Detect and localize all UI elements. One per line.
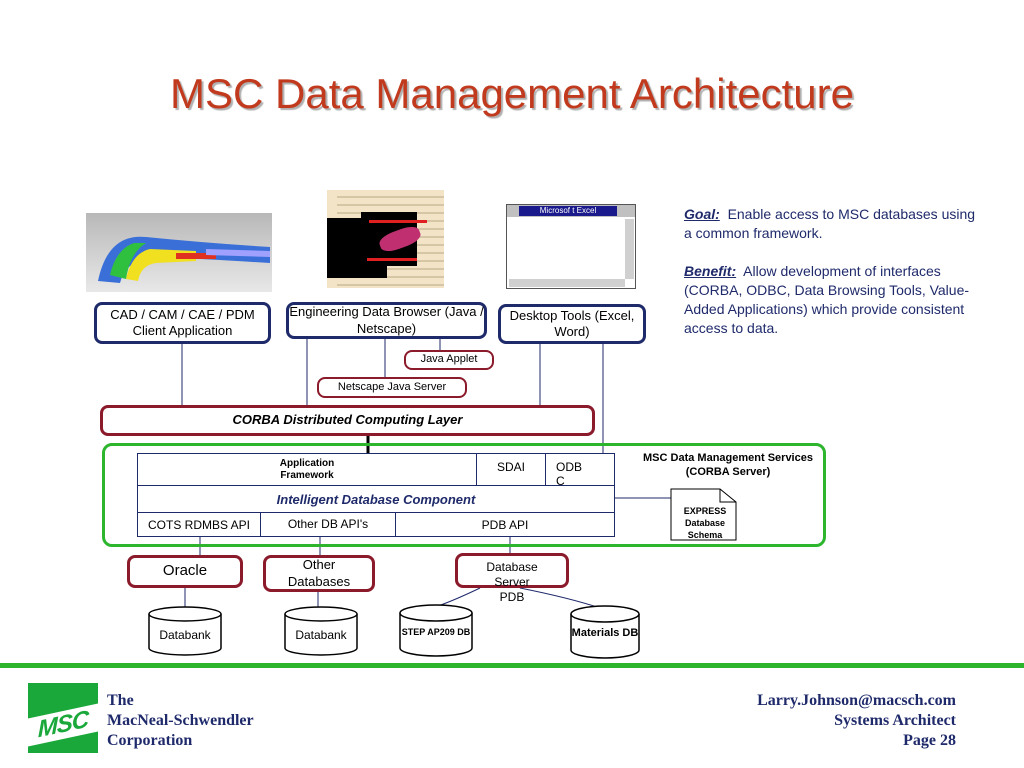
netscape-server-label: Netscape Java Server [337, 380, 447, 393]
sdai-label: SDAI [496, 460, 525, 474]
services-title: MSC Data Management Services (CORBA Serv… [643, 452, 813, 478]
other-db-api-label: Other DB API's [287, 517, 369, 531]
app-framework-box: Application Framework [137, 453, 477, 486]
odbc-label: ODB C [556, 460, 583, 486]
benefit-text: Benefit: Allow development of interfaces… [684, 262, 984, 338]
company-name: The MacNeal-Schwendler Corporation [107, 691, 254, 751]
databank-cylinder-2-top [284, 606, 358, 622]
step-db-cylinder [399, 613, 473, 657]
materials-db-label: Materials DB [571, 627, 639, 639]
other-db-api-box: Other DB API's [260, 512, 396, 537]
app-framework-label: Application Framework [279, 457, 335, 481]
step-db-label: STEP AP209 DB [401, 627, 471, 637]
oracle-label: Oracle [162, 562, 208, 580]
other-databases-box: Other Databases [263, 555, 375, 592]
excel-hscrollbar [509, 279, 625, 287]
goal-label: Goal: [684, 206, 720, 222]
databank-label-1: Databank [159, 628, 211, 642]
materials-db-cylinder-top [570, 605, 640, 623]
materials-db-cylinder [570, 614, 640, 659]
databank-cylinder-2 [284, 614, 358, 656]
footer-divider [0, 663, 1024, 668]
java-applet-label: Java Applet [420, 353, 478, 366]
cots-api-label: COTS RDMBS API [147, 517, 251, 532]
goal-description: Enable access to MSC databases using a c… [684, 206, 976, 241]
java-applet-box: Java Applet [404, 350, 494, 370]
desktop-tools-label: Desktop Tools (Excel, Word) [509, 307, 635, 339]
oracle-box: Oracle [127, 555, 243, 588]
databank-cylinder-1 [148, 614, 222, 656]
company-line-1: The [107, 692, 134, 709]
step-db-cylinder-top [399, 604, 473, 622]
corba-layer-label: CORBA Distributed Computing Layer [232, 412, 463, 428]
msc-logo: MSC [28, 683, 98, 753]
cad-model-image [86, 213, 272, 292]
desktop-tools-box: Desktop Tools (Excel, Word) [498, 304, 646, 344]
netscape-server-box: Netscape Java Server [317, 377, 467, 398]
msc-logo-text: MSC [37, 705, 89, 744]
company-line-3: Corporation [107, 732, 193, 749]
cots-api-box: COTS RDMBS API [137, 512, 261, 537]
express-schema-document-icon [670, 488, 737, 541]
corba-layer-box: CORBA Distributed Computing Layer [100, 405, 595, 436]
odbc-box: ODB C [545, 453, 615, 486]
excel-window-title: Microsof t Excel [519, 206, 617, 216]
db-server-box: Database Server PDB [455, 553, 569, 604]
excel-scrollbar [625, 219, 634, 279]
goal-text: Goal: Enable access to MSC databases usi… [684, 205, 984, 243]
company-line-2: MacNeal-Schwendler [107, 712, 254, 729]
data-browser-box: Engineering Data Browser (Java / Netscap… [286, 302, 487, 339]
pdb-api-box: PDB API [395, 512, 615, 537]
pdb-api-label: PDB API [481, 517, 529, 532]
idc-box: Intelligent Database Component [137, 485, 615, 513]
presenter-email: Larry.Johnson@macsch.com [757, 692, 956, 709]
excel-window: Microsof t Excel [506, 204, 636, 289]
databank-cylinder-1-top [148, 606, 222, 622]
page-number: Page 28 [903, 732, 956, 749]
benefit-label: Benefit: [684, 263, 737, 279]
express-schema-label: EXPRESS Database Schema [683, 506, 727, 540]
presenter-info: Larry.Johnson@macsch.com Systems Archite… [640, 691, 956, 751]
cad-client-box: CAD / CAM / CAE / PDM Client Application [94, 302, 271, 344]
data-browser-label: Engineering Data Browser (Java / Netscap… [289, 304, 484, 336]
services-container [102, 443, 826, 547]
cad-client-label: CAD / CAM / CAE / PDM Client Application [110, 306, 255, 338]
databank-label-2: Databank [295, 628, 347, 642]
benefit-description: Allow development of interfaces (CORBA, … [684, 263, 970, 336]
idc-label: Intelligent Database Component [276, 491, 476, 507]
presenter-role: Systems Architect [834, 712, 956, 729]
data-browser-screenshot [327, 190, 444, 288]
page-title: MSC Data Management Architecture [170, 70, 854, 117]
db-server-label: Database Server PDB [486, 560, 538, 604]
other-databases-label: Other Databases [287, 557, 351, 589]
cad-mesh-icon [98, 236, 270, 283]
